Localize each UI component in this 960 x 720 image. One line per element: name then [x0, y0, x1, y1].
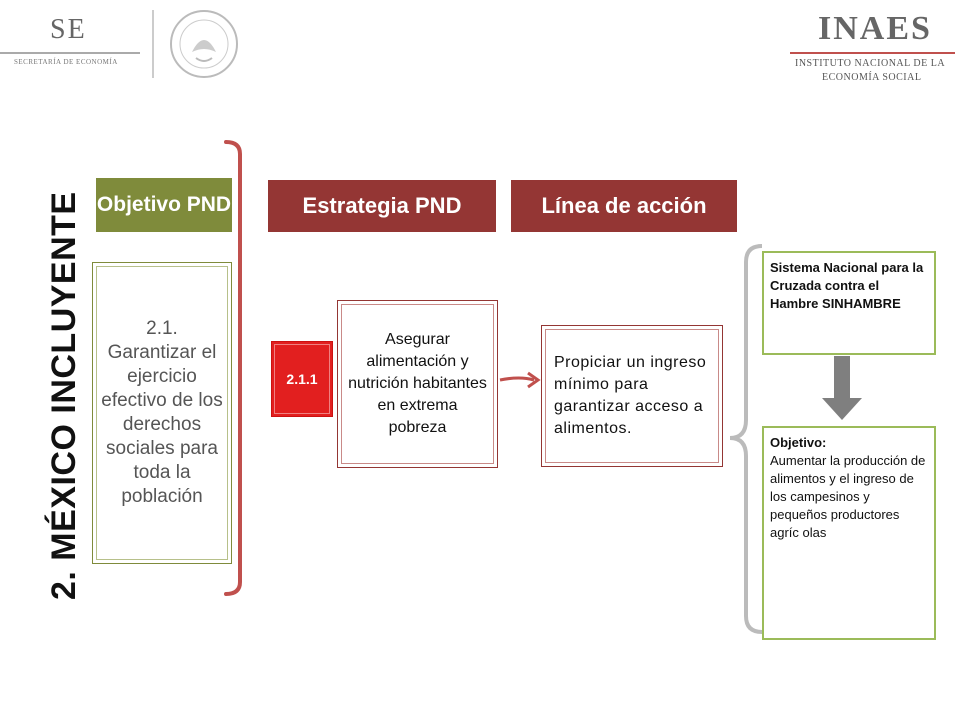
gray-arrow-shaft: [834, 356, 850, 400]
gray-brace: [729, 244, 763, 634]
se-logo-subtitle: SECRETARÍA DE ECONOMÍA: [14, 58, 118, 66]
se-logo-text: SE: [50, 14, 87, 45]
inaes-logo-line: [790, 52, 955, 54]
header-divider: [152, 10, 154, 78]
inaes-logo-text: INAES: [818, 10, 932, 47]
se-logo-line: [0, 52, 140, 54]
objetivo-box: 2.1. Garantizar el ejercicio efectivo de…: [92, 262, 232, 564]
estrategia-text: Asegurar alimentación y nutrición habita…: [341, 304, 494, 464]
estrategia-code-box: 2.1.1: [271, 341, 333, 417]
national-seal-icon: [170, 10, 238, 78]
estrategia-header: Estrategia PND: [268, 180, 496, 232]
sistema-box: Sistema Nacional para la Cruzada contra …: [762, 251, 936, 355]
inaes-subtitle-1: INSTITUTO NACIONAL DE LA: [795, 58, 946, 69]
objetivo-detail-text: Aumentar la producción de alimentos y el…: [770, 453, 926, 540]
linea-box: Propiciar un ingreso mínimo para garanti…: [541, 325, 723, 467]
estrategia-code: 2.1.1: [274, 344, 330, 414]
red-bracket: [224, 140, 242, 596]
objetivo-header: Objetivo PND: [96, 178, 232, 232]
linea-text: Propiciar un ingreso mínimo para garanti…: [545, 329, 719, 463]
red-arrowhead: [527, 371, 541, 389]
objetivo-detail-label: Objetivo:: [770, 435, 827, 450]
gray-arrow-head: [822, 398, 862, 420]
objetivo-text: 2.1. Garantizar el ejercicio efectivo de…: [96, 266, 228, 560]
red-arrow: [499, 376, 535, 382]
estrategia-box: Asegurar alimentación y nutrición habita…: [337, 300, 498, 468]
linea-header: Línea de acción: [511, 180, 737, 232]
objetivo-detail-box: Objetivo: Aumentar la producción de alim…: [762, 426, 936, 640]
inaes-subtitle-2: ECONOMÍA SOCIAL: [822, 72, 922, 83]
